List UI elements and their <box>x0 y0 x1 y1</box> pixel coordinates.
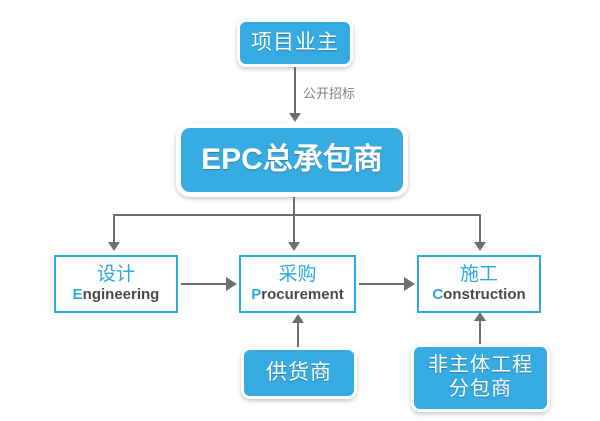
node-engineering-label-en-initial: E <box>72 285 83 303</box>
node-procurement-label-en: Procurement <box>251 285 344 304</box>
node-subcontractor-label-line1: 非主体工程 <box>428 354 533 377</box>
edge-epc-to-procurement-line <box>293 214 295 244</box>
edge-engineering-to-procurement-line <box>181 283 227 285</box>
node-construction-label-en-initial: C <box>432 285 444 303</box>
edge-epc-to-procurement-arrowhead <box>288 242 300 251</box>
edge-subcontractor-to-construction-arrowhead <box>474 312 486 321</box>
edge-epc-to-engineering-line <box>113 214 115 244</box>
node-epc-contractor[interactable]: EPC总承包商 <box>176 123 408 197</box>
edge-owner-to-epc-label: 公开招标 <box>303 86 356 101</box>
node-project-owner-label: 项目业主 <box>251 30 339 54</box>
node-procurement-label-cn: 采购 <box>278 263 317 285</box>
edge-epc-stem <box>293 197 295 215</box>
edge-owner-to-epc-arrowhead <box>289 113 301 122</box>
node-engineering[interactable]: 设计 Engineering <box>54 255 178 313</box>
node-engineering-label-cn: 设计 <box>96 263 135 285</box>
node-construction-label-en: Construction <box>432 285 526 304</box>
node-engineering-label-en: Engineering <box>72 285 160 304</box>
edge-epc-to-construction-line <box>479 214 481 244</box>
node-construction[interactable]: 施工 Construction <box>417 255 541 313</box>
edge-procurement-to-construction-arrowhead <box>404 277 415 291</box>
node-procurement-label-en-initial: P <box>251 285 262 303</box>
edge-epc-bus <box>113 214 481 216</box>
node-procurement[interactable]: 采购 Procurement <box>239 255 356 313</box>
node-subcontractor-label-line2: 分包商 <box>449 378 512 400</box>
edge-owner-to-epc-line <box>294 67 296 115</box>
edge-subcontractor-to-construction-line <box>479 320 481 346</box>
edge-epc-to-construction-arrowhead <box>474 242 486 251</box>
node-subcontractor[interactable]: 非主体工程 分包商 <box>411 344 550 412</box>
node-project-owner[interactable]: 项目业主 <box>237 19 353 67</box>
node-construction-label-en-rest: onstruction <box>443 285 526 303</box>
node-supplier[interactable]: 供货商 <box>241 347 357 399</box>
node-construction-label-cn: 施工 <box>459 263 498 285</box>
node-engineering-label-en-rest: ngineering <box>82 285 160 303</box>
edge-engineering-to-procurement-arrowhead <box>226 277 237 291</box>
edge-supplier-to-procurement-arrowhead <box>292 314 304 323</box>
node-supplier-label: 供货商 <box>266 360 332 384</box>
edge-procurement-to-construction-line <box>359 283 405 285</box>
edge-supplier-to-procurement-line <box>297 322 299 348</box>
edge-epc-to-engineering-arrowhead <box>108 242 120 251</box>
node-epc-contractor-label: EPC总承包商 <box>201 143 383 177</box>
node-procurement-label-en-rest: rocurement <box>261 285 344 303</box>
